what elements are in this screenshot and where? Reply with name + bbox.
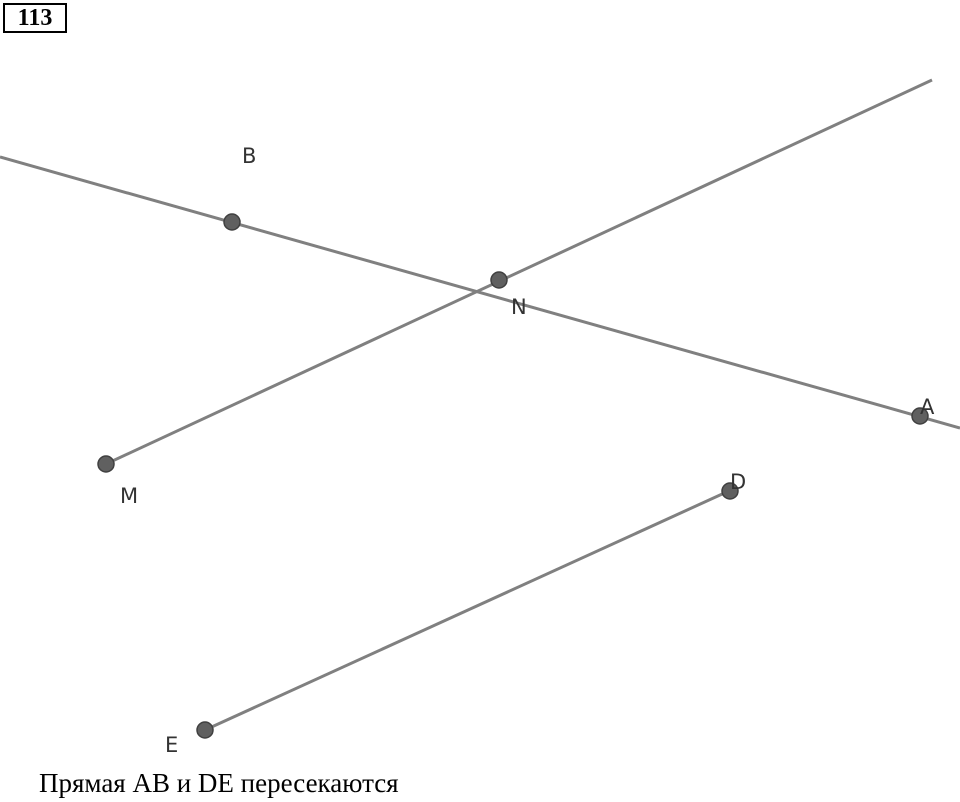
point-b (223, 213, 241, 231)
label-d: D (730, 470, 746, 494)
caption: Прямая AB и DE пересекаются (39, 768, 399, 798)
point-e (196, 721, 214, 739)
label-a: A (920, 395, 935, 419)
label-e: E (165, 733, 178, 757)
segment-de (204, 488, 732, 732)
point-d (721, 482, 739, 500)
point-a (911, 407, 929, 425)
label-n: N (511, 295, 527, 319)
label-b: B (242, 144, 256, 168)
label-m: M (120, 484, 138, 508)
line-ab (0, 155, 960, 430)
point-m (97, 455, 115, 473)
point-n (490, 271, 508, 289)
problem-number: 113 (3, 3, 67, 33)
ray-mn (105, 78, 933, 466)
